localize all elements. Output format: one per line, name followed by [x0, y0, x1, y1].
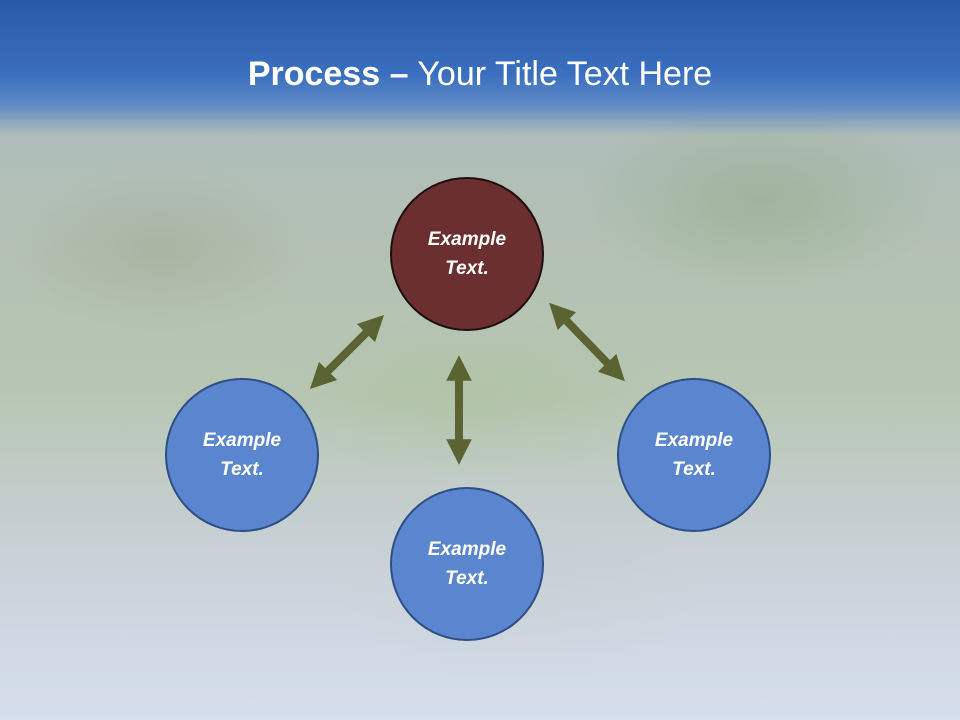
- slide-title: Process – Your Title Text Here: [0, 52, 960, 96]
- title-separator: –: [389, 55, 409, 93]
- node-right: Example Text.: [617, 378, 771, 532]
- title-rest: Your Title Text Here: [417, 55, 713, 93]
- node-center-line2: Text.: [445, 258, 489, 279]
- node-bottom: Example Text.: [390, 487, 544, 641]
- node-bottom-line2: Text.: [445, 568, 489, 589]
- node-bottom-text: Example Text.: [412, 535, 522, 593]
- node-left-text: Example Text.: [187, 426, 297, 484]
- arrow-center-right: [549, 302, 625, 382]
- node-right-line2: Text.: [672, 459, 716, 480]
- node-center: Example Text.: [390, 177, 544, 331]
- node-center-text: Example Text.: [412, 225, 522, 283]
- node-right-line1: Example: [654, 430, 734, 451]
- node-left-line1: Example: [202, 430, 282, 451]
- node-right-text: Example Text.: [639, 426, 749, 484]
- node-left: Example Text.: [165, 378, 319, 532]
- node-bottom-line1: Example: [427, 539, 507, 560]
- node-left-line2: Text.: [220, 459, 264, 480]
- arrow-center-left: [309, 314, 385, 390]
- node-center-line1: Example: [427, 229, 507, 250]
- title-band: [0, 0, 960, 135]
- title-bold: Process: [247, 55, 381, 93]
